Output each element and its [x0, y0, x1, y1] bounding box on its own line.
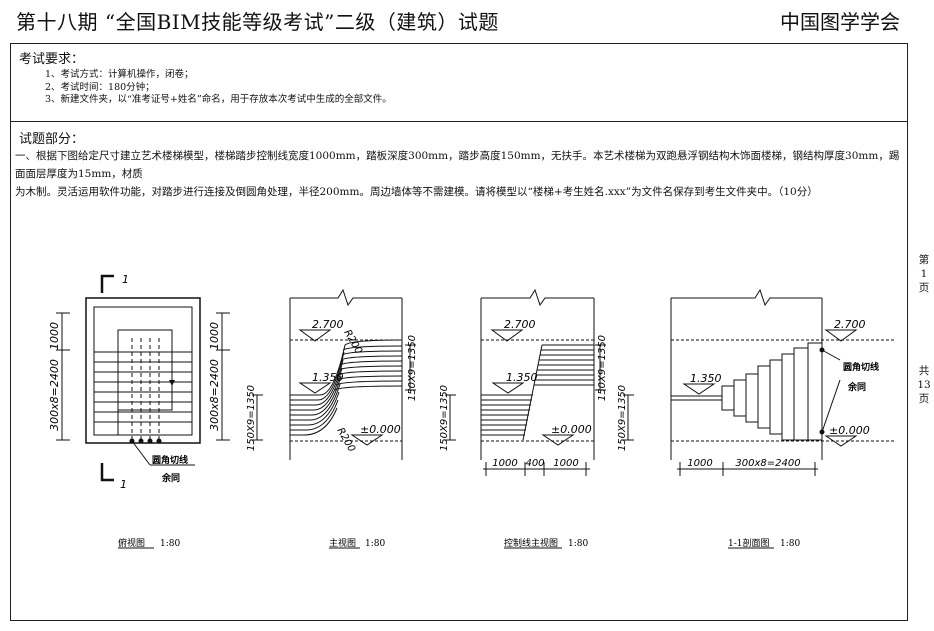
requirement-item: 3、新建文件夹，以“准考证号+姓名”命名，用于存放本次考试中生成的全部文件。 [45, 94, 392, 105]
page-number-total: 共 13 页 [916, 364, 932, 406]
front-elev-mid: 1.350 [312, 371, 344, 384]
control-dim-c: 1000 [553, 458, 578, 469]
plan-inner-wall [93, 306, 193, 436]
front-elev-bot: ±0.000 [360, 423, 401, 436]
section-mark: 1 [120, 478, 127, 491]
control-elev-mid: 1.350 [506, 371, 538, 384]
plan-view [56, 274, 230, 549]
section-view [623, 288, 894, 549]
front-radius-top: R200 [341, 328, 364, 356]
requirements-box: 考试要求： 1、考试方式：计算机操作，闭卷； 2、考试时间：180分钟； 3、新… [11, 44, 907, 122]
front-radius-bot: R200 [334, 426, 357, 454]
page-char: 页 [918, 393, 930, 405]
control-caption: 控制线主视图 [504, 537, 558, 549]
page-char: 13 [917, 379, 931, 391]
organization-name: 中国图学学会 [780, 10, 900, 34]
front-scale: 1:80 [365, 539, 385, 549]
section-elev-top: 2.700 [834, 318, 866, 331]
exam-title: 第十八期 “全国BIM技能等级考试”二级（建筑）试题 [16, 10, 499, 34]
control-scale: 1:80 [568, 539, 588, 549]
section-elev-bot: ±0.000 [829, 424, 870, 437]
control-dim-rise: 150X9=1350 [439, 385, 450, 451]
front-dim-rise: 150X9=1350 [246, 385, 257, 451]
requirement-item: 1、考试方式：计算机操作，闭卷； [45, 69, 194, 80]
front-elev-top: 2.700 [312, 318, 344, 331]
section-dim-b: 300x8=2400 [735, 458, 800, 469]
plan-note: 余同 [161, 472, 180, 484]
page-char: 第 [918, 254, 930, 266]
requirements-title: 考试要求： [19, 52, 85, 67]
plan-scale: 1:80 [160, 539, 180, 549]
question-section-title: 试题部分： [19, 132, 85, 147]
front-view [252, 288, 416, 549]
section-caption: 1-1剖面图 [728, 537, 770, 549]
plan-dim-mid: 300x8=2400 [48, 359, 61, 431]
section-scale: 1:80 [780, 539, 800, 549]
control-dim-b: 400 [525, 458, 544, 469]
page-char: 1 [920, 268, 928, 280]
control-dim-rise: 150X9=1350 [597, 335, 608, 401]
front-dim-rise: 150X9=1350 [407, 335, 418, 401]
control-dim-a: 1000 [492, 458, 517, 469]
plan-dim-top: 1000 [208, 322, 221, 350]
section-dim-rise: 150X9=1350 [617, 385, 628, 451]
question-line: 一、根据下图给定尺寸建立艺术楼梯模型，楼梯踏步控制线宽度1000mm，踏板深度3… [15, 150, 900, 180]
control-elev-top: 2.700 [504, 318, 536, 331]
page-number-current: 第 1 页 [916, 253, 932, 295]
exam-frame: 考试要求： 1、考试方式：计算机操作，闭卷； 2、考试时间：180分钟； 3、新… [10, 43, 908, 621]
section-elev-mid: 1.350 [690, 372, 722, 385]
section-note: 余同 [847, 381, 866, 393]
plan-dim-mid: 300x8=2400 [208, 359, 221, 431]
front-caption: 主视图 [329, 537, 356, 549]
control-line-view [445, 288, 606, 549]
section-dim-a: 1000 [687, 458, 712, 469]
requirement-item: 2、考试时间：180分钟； [45, 81, 155, 93]
page-char: 页 [918, 282, 930, 294]
control-elev-bot: ±0.000 [551, 423, 592, 436]
page-char: 共 [918, 365, 930, 377]
plan-outer-wall [85, 297, 201, 444]
question-line: 为木制。灵活运用软件功能，对踏步进行连接及倒圆角处理，半径200mm。周边墙体等… [15, 186, 818, 198]
question-text: 一、根据下图给定尺寸建立艺术楼梯模型，楼梯踏步控制线宽度1000mm，踏板深度3… [11, 147, 906, 201]
plan-caption: 俯视图 [118, 537, 145, 549]
plan-dim-top: 1000 [48, 322, 61, 350]
plan-note: 圆角切线 [152, 454, 188, 466]
section-note: 圆角切线 [843, 361, 879, 373]
section-mark: 1 [122, 273, 129, 286]
